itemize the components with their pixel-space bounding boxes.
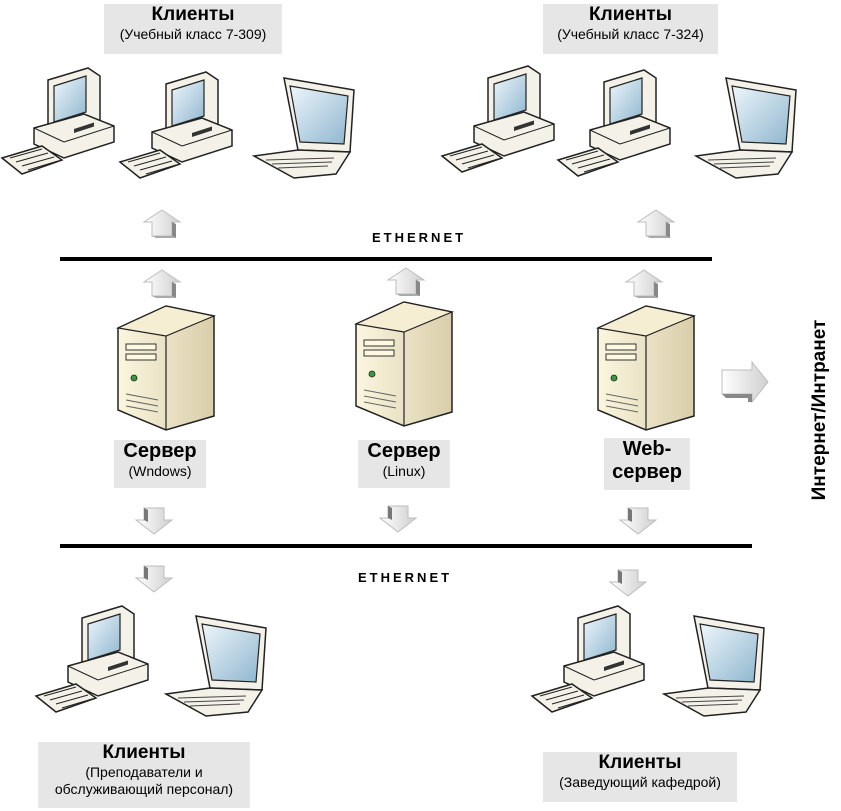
desktop-computer-icon (531, 605, 645, 713)
client-group-subtitle-line2: обслуживающий персонал) (54, 781, 234, 797)
server-title-line2: сервер (612, 461, 682, 483)
arrow-up-icon (143, 209, 181, 239)
server-label-web: Web- сервер (604, 438, 690, 490)
server-label-linux: Сервер (Linux) (358, 440, 450, 488)
client-group-label-309: Клиенты (Учебный класс 7-309) (104, 4, 282, 54)
client-group-label-head: Клиенты (Заведующий кафедрой) (543, 752, 737, 802)
laptop-icon (663, 615, 765, 717)
arrow-down-icon (619, 507, 657, 535)
client-group-label-324: Клиенты (Учебный класс 7-324) (543, 4, 718, 54)
arrow-right-icon (721, 361, 769, 403)
ethernet-label-bottom: ETHERNET (358, 570, 453, 585)
arrow-up-icon (625, 269, 663, 299)
laptop-icon (253, 77, 355, 179)
arrow-down-icon (609, 569, 647, 597)
server-tower-icon (355, 301, 453, 427)
arrow-down-icon (379, 505, 417, 533)
desktop-computer-icon (1, 67, 115, 175)
arrow-down-icon (135, 507, 173, 535)
ethernet-label-top: ETHERNET (372, 230, 467, 245)
arrow-up-icon (637, 209, 675, 239)
ethernet-bus-top (60, 257, 712, 261)
client-group-title: Клиенты (598, 752, 682, 773)
desktop-computer-icon (35, 605, 149, 713)
laptop-icon (165, 615, 267, 717)
server-tower-icon (597, 305, 695, 431)
laptop-icon (695, 77, 797, 179)
internet-intranet-label: Интернет/Интранет (800, 280, 840, 540)
ethernet-bus-bottom (60, 544, 752, 548)
desktop-computer-icon (557, 69, 671, 177)
server-title: Сервер (123, 440, 197, 462)
server-subtitle: (Wndows) (128, 463, 192, 479)
server-title: Сервер (367, 440, 441, 462)
client-group-subtitle: (Заведующий кафедрой) (559, 774, 721, 790)
arrow-up-icon (143, 269, 181, 299)
client-group-subtitle: (Учебный класс 7-324) (557, 26, 704, 42)
desktop-computer-icon (119, 71, 233, 179)
internet-intranet-text: Интернет/Интранет (809, 319, 830, 501)
client-group-subtitle: (Учебный класс 7-309) (119, 26, 267, 42)
client-group-title: Клиенты (589, 4, 672, 25)
client-group-title: Клиенты (151, 4, 235, 25)
server-title-line1: Web- (622, 438, 672, 460)
server-subtitle: (Linux) (382, 463, 426, 479)
arrow-down-icon (135, 565, 173, 593)
desktop-computer-icon (441, 65, 555, 173)
arrow-up-icon (387, 267, 425, 297)
client-group-subtitle-line1: (Преподаватели и (85, 764, 203, 780)
client-group-label-staff: Клиенты (Преподаватели и обслуживающий п… (38, 742, 250, 808)
server-label-windows: Сервер (Wndows) (114, 440, 206, 488)
server-tower-icon (117, 305, 215, 431)
client-group-title: Клиенты (102, 742, 186, 763)
